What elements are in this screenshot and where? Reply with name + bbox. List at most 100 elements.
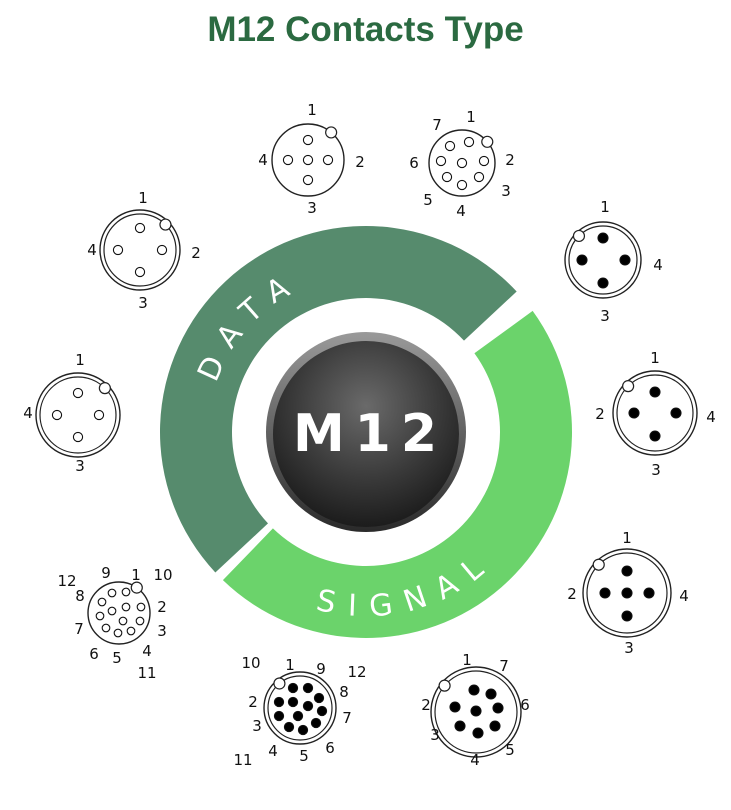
pin-number-label: 11	[233, 751, 252, 769]
pin-number-label: 7	[432, 116, 442, 134]
pin-open	[72, 387, 84, 399]
pin-open	[134, 222, 146, 234]
data-arc	[160, 226, 517, 573]
connector-data-3pin: 143	[23, 351, 121, 475]
pin-open	[463, 136, 475, 148]
pin-open	[478, 155, 490, 167]
pin-open	[95, 611, 105, 621]
pin-number-label: 5	[505, 741, 515, 759]
pin-number-label: 4	[456, 202, 466, 220]
pin-number-label: 4	[23, 404, 33, 422]
pin-open	[441, 171, 453, 183]
pin-number-label: 2	[567, 585, 577, 603]
connector-inner-ring	[568, 225, 638, 295]
connector-outline	[99, 209, 181, 291]
pin-filled	[621, 587, 633, 599]
pin-filled	[597, 277, 609, 289]
pin-open	[322, 154, 334, 166]
pin-open	[456, 179, 468, 191]
pin-filled	[287, 682, 299, 694]
pin-open	[107, 588, 117, 598]
pin-open	[134, 266, 146, 278]
pin-number-label: 5	[299, 747, 309, 765]
pin-number-label: 6	[409, 154, 419, 172]
pin-number-label: 4	[268, 742, 278, 760]
pin-number-label: 12	[347, 663, 366, 681]
pin-filled	[316, 705, 328, 717]
pin-open	[302, 154, 314, 166]
pin-number-label: 2	[421, 696, 431, 714]
pin-open	[156, 244, 168, 256]
pin-open	[93, 409, 105, 421]
pin-number-label: 4	[653, 256, 663, 274]
pin-filled	[313, 692, 325, 704]
pin-open	[97, 597, 107, 607]
pin-number-label: 1	[285, 656, 295, 674]
pin-number-label: 7	[499, 657, 509, 675]
center-disc	[273, 341, 459, 527]
pin-open	[112, 244, 124, 256]
connector-inner-ring	[103, 213, 177, 287]
pin-filled	[310, 717, 322, 729]
pin-number-label: 3	[75, 457, 85, 475]
connector-outline	[612, 370, 698, 456]
pin-number-label: 4	[470, 751, 480, 769]
pin-number-label: 6	[520, 696, 530, 714]
pin-open	[456, 157, 468, 169]
pin-filled	[287, 696, 299, 708]
pin-number-label: 2	[248, 693, 258, 711]
pin-filled	[302, 700, 314, 712]
connector-outline	[564, 221, 642, 299]
pin-filled	[649, 430, 661, 442]
pin-open	[101, 623, 111, 633]
pin-open	[118, 616, 128, 626]
signal-arc	[222, 310, 572, 638]
pin-number-label: 3	[157, 622, 167, 640]
connector-inner-ring	[39, 376, 117, 454]
pin-number-label: 12	[57, 572, 76, 590]
pin-open	[51, 409, 63, 421]
pin-filled	[628, 407, 640, 419]
pin-number-label: 8	[339, 683, 349, 701]
pin-filled	[485, 688, 497, 700]
pin-number-label: 6	[325, 739, 335, 757]
page-title: M12 Contacts Type	[207, 10, 524, 49]
pin-number-label: 1	[131, 566, 141, 584]
pin-number-label: 1	[650, 349, 660, 367]
pin-number-label: 4	[87, 241, 97, 259]
pin-number-label: 9	[316, 660, 326, 678]
pin-filled	[273, 710, 285, 722]
pin-number-label: 6	[89, 645, 99, 663]
pin-filled	[454, 720, 466, 732]
pin-open	[135, 616, 145, 626]
pin-filled	[492, 702, 504, 714]
pin-filled	[597, 232, 609, 244]
pin-filled	[292, 710, 304, 722]
pin-filled	[273, 696, 285, 708]
pin-number-label: 1	[138, 189, 148, 207]
pin-number-label: 9	[101, 564, 111, 582]
pin-number-label: 4	[679, 587, 689, 605]
connector-inner-ring	[586, 552, 668, 634]
pin-number-label: 2	[157, 598, 167, 616]
pin-filled	[297, 724, 309, 736]
center-label: M12	[293, 404, 447, 464]
connector-signal-3pin: 143	[564, 198, 663, 325]
pin-number-label: 5	[423, 191, 433, 209]
connector-inner-ring	[616, 374, 694, 452]
pin-open	[126, 626, 136, 636]
pin-filled	[576, 254, 588, 266]
pin-open	[302, 174, 314, 186]
pin-number-label: 1	[466, 108, 476, 126]
pin-number-label: 2	[355, 153, 365, 171]
key-notch-icon	[622, 380, 635, 393]
pin-filled	[449, 701, 461, 713]
pin-number-label: 3	[138, 294, 148, 312]
pin-number-label: 3	[651, 461, 661, 479]
pin-number-label: 3	[430, 726, 440, 744]
